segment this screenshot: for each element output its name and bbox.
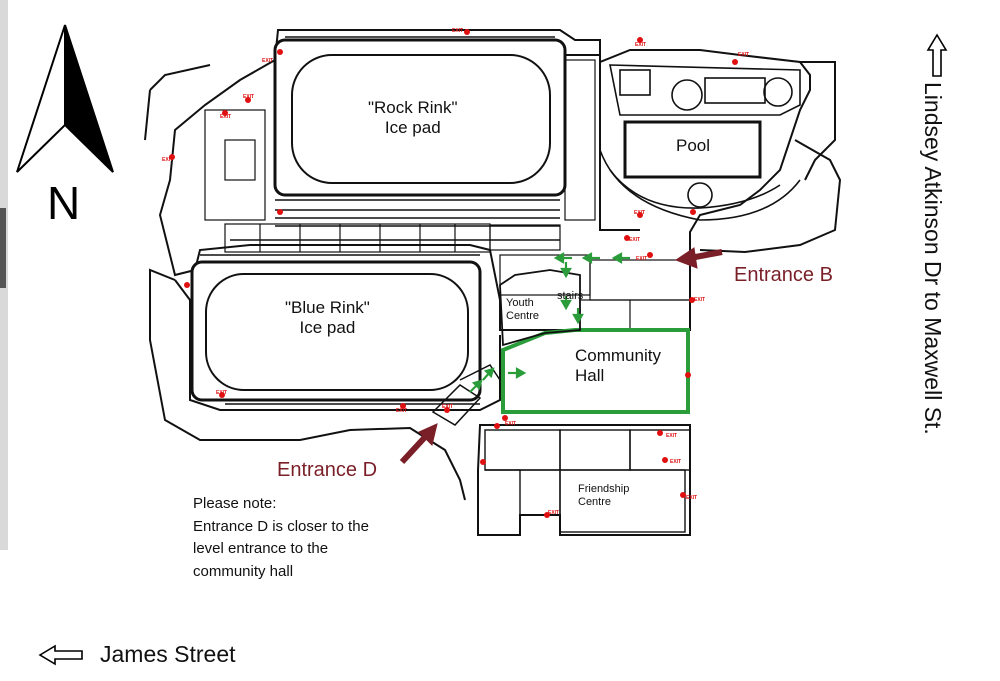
exit-sign: EXIT: [548, 510, 560, 516]
blue-rink-bleachers: [200, 254, 480, 411]
entrance-d-arrow-icon: [399, 423, 438, 465]
exit-sign: EXIT: [686, 495, 698, 501]
pool-label: Pool: [676, 136, 711, 155]
right-street-arrow-icon: [926, 33, 948, 77]
rock-rink-bleachers: [230, 36, 560, 241]
north-arrow-icon: [16, 24, 114, 173]
exit-sign: EXIT: [396, 408, 408, 414]
route-arrows: [469, 252, 630, 393]
exit-sign: EXIT: [694, 297, 706, 303]
accessibility-note: Please note: Entrance D is closer to the…: [193, 495, 369, 580]
stairs-label: stairs: [557, 290, 584, 302]
exit-sign: EXIT: [442, 404, 454, 410]
street-label-bottom: James Street: [100, 641, 236, 667]
exit-sign: EXIT: [629, 237, 641, 243]
youth-centre-label: Youth Centre: [506, 297, 540, 322]
community-hall-label: Community Hall: [575, 346, 661, 386]
exit-sign: EXIT: [635, 42, 647, 48]
exit-sign: EXIT: [452, 28, 464, 34]
exit-sign: EXIT: [262, 58, 274, 64]
exit-sign: EXIT: [738, 52, 750, 58]
blue-rink-label: "Blue Rink" Ice pad: [285, 298, 370, 338]
exit-sign: EXIT: [220, 114, 232, 120]
entrance-b-arrow-icon: [674, 247, 723, 269]
friendship-centre-label: Friendship Centre: [578, 483, 630, 508]
rock-rink-label: "Rock Rink" Ice pad: [368, 98, 458, 138]
exit-sign: EXIT: [634, 210, 646, 216]
exit-sign: EXIT: [243, 94, 255, 100]
entrance-d-label: Entrance D: [277, 459, 378, 481]
pool-complex: [599, 64, 801, 221]
exit-sign: EXIT: [666, 433, 678, 439]
bottom-street-arrow-icon: [38, 644, 83, 666]
exit-sign: EXIT: [162, 157, 174, 163]
youth-centre-room: [499, 269, 581, 347]
exit-sign: EXIT: [670, 459, 682, 465]
exit-sign: EXIT: [505, 421, 517, 427]
north-label: N: [47, 177, 81, 229]
interior-rooms: [204, 59, 691, 331]
entrance-d-vestibule: [431, 364, 501, 426]
street-label-right: Lindsey Atkinson Dr to Maxwell St.: [920, 82, 946, 435]
rock-rink-pad: [273, 38, 567, 197]
left-edge-dark-strip: [0, 208, 6, 288]
blue-rink-pad: [190, 260, 482, 402]
friendship-centre-room: [484, 429, 691, 533]
exit-markers: [169, 29, 738, 518]
entrance-b-label: Entrance B: [734, 264, 833, 286]
exit-sign: EXIT: [216, 390, 228, 396]
exit-sign: EXIT: [636, 256, 648, 262]
